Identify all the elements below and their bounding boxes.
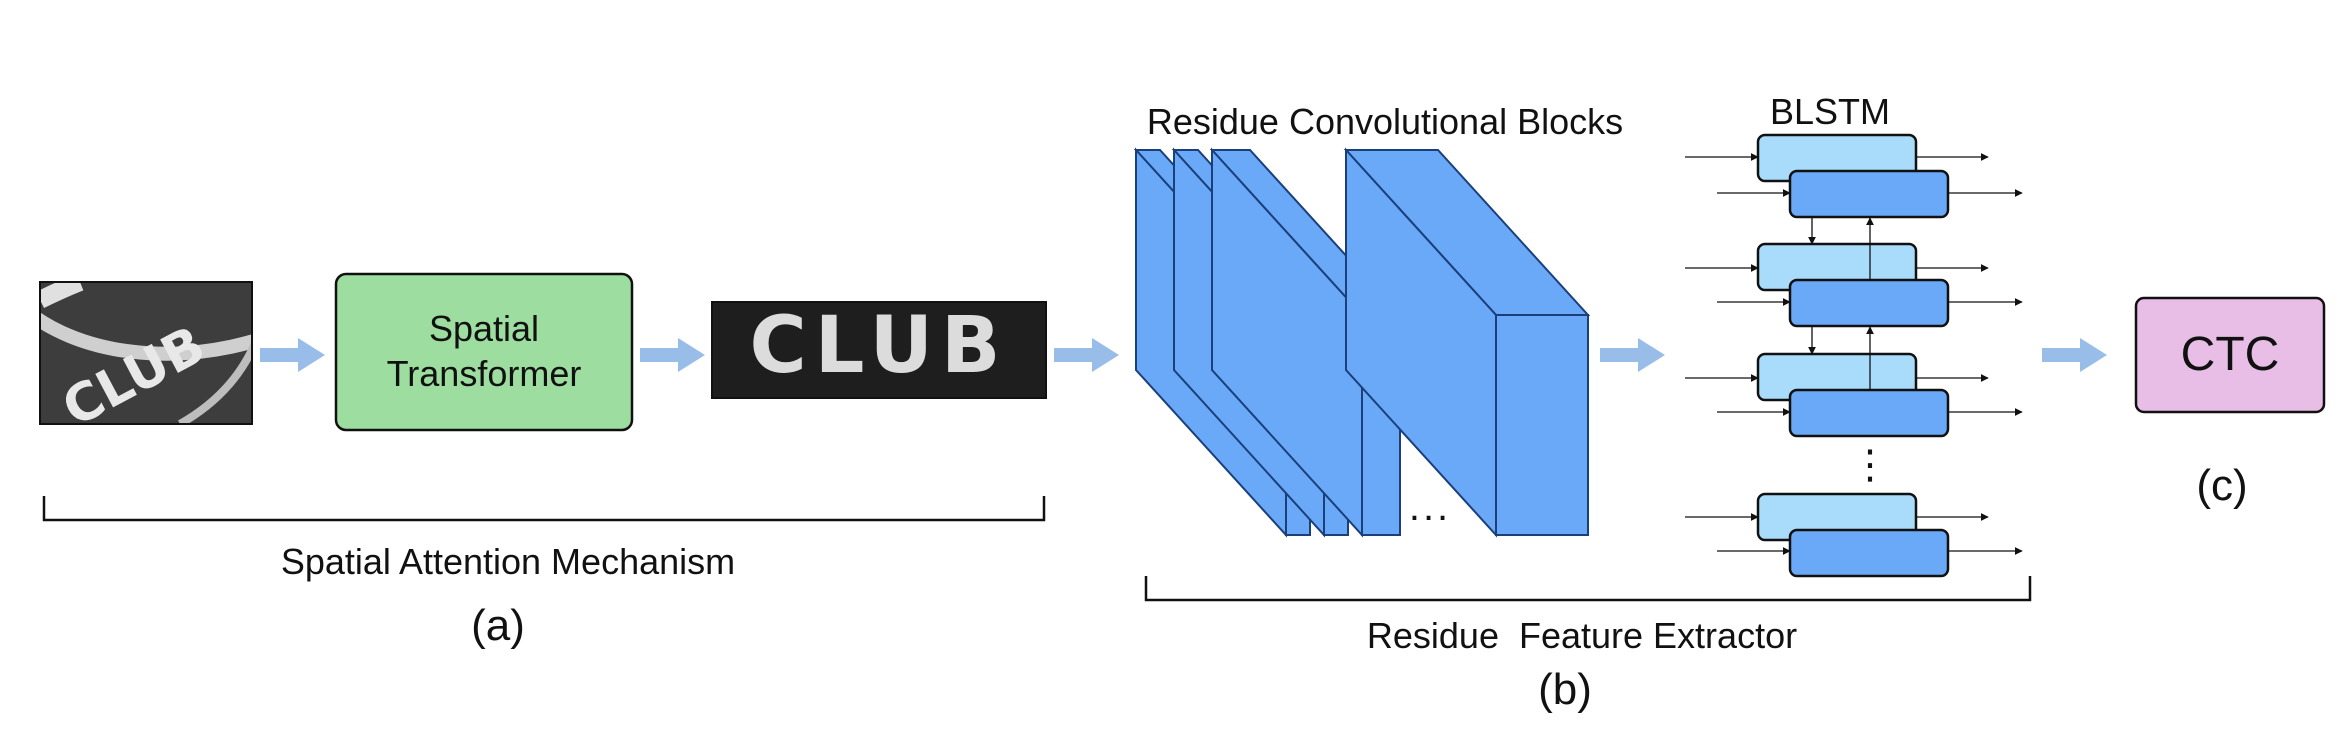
blstm-row-4 bbox=[1685, 492, 2023, 578]
flow-arrow-1 bbox=[260, 338, 325, 372]
section-a-label: Spatial Attention Mechanism bbox=[281, 541, 735, 582]
flow-arrow-4 bbox=[1600, 338, 1665, 372]
blstm-ellipsis: ⋮ bbox=[1850, 443, 1890, 487]
blstm-title: BLSTM bbox=[1770, 91, 1890, 132]
spatial-transformer-line1: Spatial bbox=[429, 308, 539, 349]
flow-arrow-5 bbox=[2042, 338, 2107, 372]
section-a-tag: (a) bbox=[471, 601, 525, 650]
rectified-image-text: CLUB bbox=[750, 301, 1009, 391]
spatial-transformer-box: Spatial Transformer bbox=[334, 272, 634, 432]
blstm-row-2 bbox=[1685, 242, 2023, 328]
lstm-backward-4 bbox=[1788, 528, 1950, 578]
blstm-row-3 bbox=[1685, 352, 2023, 438]
ctc-label: CTC bbox=[2181, 328, 2280, 381]
flow-arrow-3 bbox=[1054, 338, 1119, 372]
bracket-b bbox=[1144, 576, 2032, 602]
conv-blocks-ellipsis: ... bbox=[1409, 485, 1451, 529]
rectified-image: CLUB bbox=[711, 301, 1047, 399]
lstm-backward-1 bbox=[1788, 169, 1950, 219]
flow-arrow-2 bbox=[640, 338, 705, 372]
section-c-tag: (c) bbox=[2196, 461, 2247, 510]
conv-blocks-title: Residue Convolutional Blocks bbox=[1147, 101, 1623, 142]
spatial-transformer-line2: Transformer bbox=[387, 353, 582, 394]
section-b-tag: (b) bbox=[1538, 665, 1592, 714]
conv-block-group bbox=[1133, 147, 1591, 538]
section-b-label: Residue Feature Extractor bbox=[1367, 615, 1797, 656]
blstm-row-1 bbox=[1685, 133, 2023, 219]
lstm-backward-2 bbox=[1788, 278, 1950, 328]
ctc-box: CTC bbox=[2134, 296, 2326, 414]
bracket-a bbox=[42, 496, 1046, 522]
conv-block-4 bbox=[1343, 147, 1591, 538]
input-image: CLUB bbox=[39, 281, 253, 425]
lstm-backward-3 bbox=[1788, 388, 1950, 438]
blstm-stack bbox=[1685, 133, 2023, 578]
